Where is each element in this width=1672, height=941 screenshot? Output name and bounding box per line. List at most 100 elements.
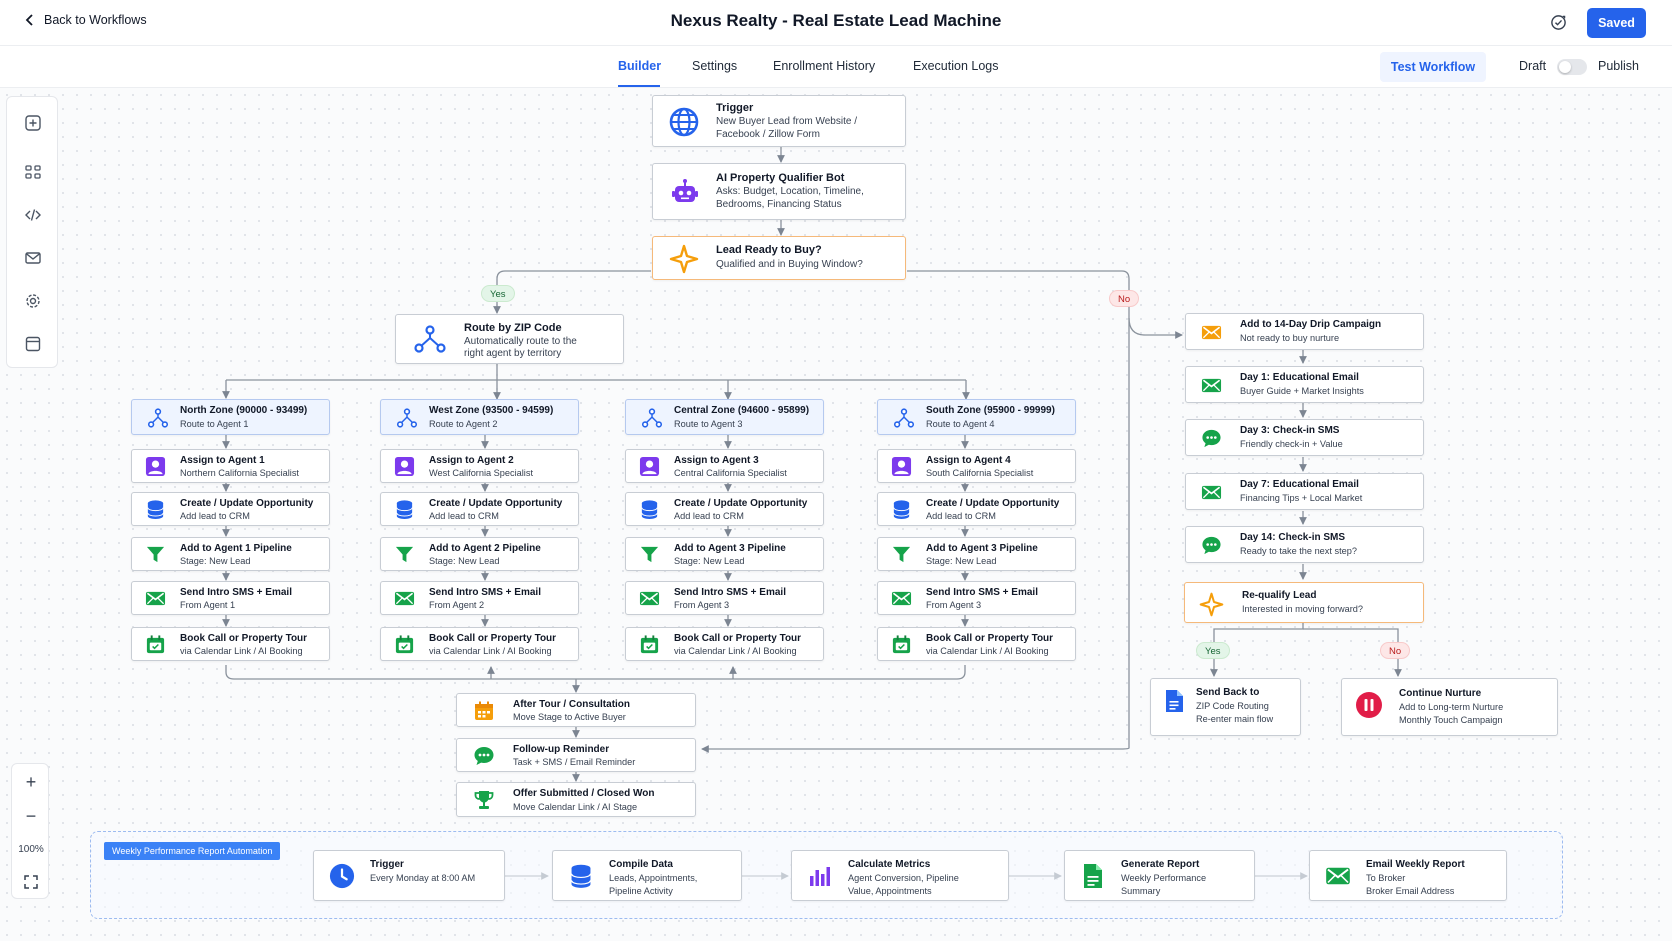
- mail-icon[interactable]: [24, 249, 42, 267]
- funnel-icon: [145, 544, 166, 565]
- fit-screen-icon[interactable]: [24, 875, 38, 889]
- node-title: Route by ZIP Code: [464, 322, 562, 334]
- mail-green-icon: [1201, 482, 1222, 503]
- tab-builder[interactable]: Builder: [618, 59, 662, 73]
- publish-toggle[interactable]: [1557, 59, 1587, 75]
- history-check-icon[interactable]: [1550, 14, 1567, 31]
- node-title: Create / Update Opportunity: [180, 498, 314, 509]
- node-title: Add to Agent 1 Pipeline: [180, 543, 292, 554]
- settings-icon[interactable]: [24, 292, 42, 310]
- tab-settings[interactable]: Settings: [692, 59, 738, 73]
- report-group-badge: Weekly Performance Report Automation: [104, 842, 281, 860]
- node-title: Compile Data: [609, 859, 673, 870]
- node-subtitle: South California Specialist: [926, 468, 1034, 478]
- zone-router-node[interactable]: Central Zone (94600 - 95899)Route to Age…: [625, 399, 824, 435]
- requalify-condition-node[interactable]: Re-qualify Lead Interested in moving for…: [1184, 582, 1424, 623]
- node-subtitle: Stage: New Lead: [926, 556, 997, 566]
- node-title: Send Intro SMS + Email: [180, 587, 292, 598]
- after-tour-node[interactable]: After Tour / Consultation Move Stage to …: [456, 693, 696, 727]
- node-title: Book Call or Property Tour: [429, 633, 557, 644]
- back-button[interactable]: Back to Workflows: [24, 13, 147, 27]
- node-subtitle: Summary: [1121, 886, 1161, 896]
- continue-nurture-node[interactable]: Continue Nurture Add to Long-term Nurtur…: [1341, 678, 1558, 736]
- calendar-green-icon: [891, 634, 912, 655]
- node-title: Create / Update Opportunity: [429, 498, 563, 509]
- node-subtitle: ZIP Code Routing: [1196, 701, 1269, 711]
- node-subtitle: Central California Specialist: [674, 468, 787, 478]
- node-subtitle: New Buyer Lead from Website /: [716, 116, 857, 127]
- user-icon: [145, 456, 166, 477]
- mail-green-icon: [145, 588, 166, 609]
- zone-router-node[interactable]: West Zone (93500 - 94599)Route to Agent …: [380, 399, 579, 435]
- node-subtitle: Task + SMS / Email Reminder: [513, 757, 636, 767]
- add-node-icon[interactable]: [24, 114, 42, 132]
- node-title: Email Weekly Report: [1366, 859, 1465, 870]
- trigger-node[interactable]: Trigger New Buyer Lead from Website / Fa…: [652, 95, 906, 147]
- node-subtitle: Agent Conversion, Pipeline: [848, 873, 959, 883]
- zone-router-node[interactable]: North Zone (90000 - 93499)Route to Agent…: [131, 399, 330, 435]
- tab-bar: Builder Settings Enrollment History Exec…: [0, 46, 1672, 88]
- panel-icon[interactable]: [24, 335, 42, 353]
- node-subtitle: Leads, Appointments,: [609, 873, 698, 883]
- lead-ready-condition-node[interactable]: Lead Ready to Buy? Qualified and in Buyi…: [652, 236, 906, 280]
- templates-icon[interactable]: [24, 163, 42, 181]
- mail-orange-icon: [1201, 322, 1222, 343]
- node-subtitle: Add lead to CRM: [926, 511, 996, 521]
- node-title: Assign to Agent 3: [674, 455, 759, 466]
- tab-enrollment-history[interactable]: Enrollment History: [773, 59, 876, 73]
- node-title: Add to Agent 3 Pipeline: [674, 543, 786, 554]
- assign-agent-node[interactable]: Assign to Agent 3 Central California Spec…: [625, 449, 824, 483]
- zoom-in-button[interactable]: +: [25, 772, 37, 792]
- node-subtitle: Broker Email Address: [1366, 886, 1455, 896]
- calendar-green-icon: [145, 634, 166, 655]
- zoom-out-button[interactable]: −: [25, 806, 37, 826]
- offer-submitted-node[interactable]: Offer Submitted / Closed Won Move Calend…: [456, 782, 696, 817]
- report-doc-icon: [1080, 863, 1106, 889]
- mail-green-icon: [1201, 375, 1222, 396]
- ai-qualifier-bot-node[interactable]: AI Property Qualifier Bot Asks: Budget, …: [652, 163, 906, 220]
- node-title: Generate Report: [1121, 859, 1200, 870]
- zone-router-node[interactable]: South Zone (95900 - 99999)Route to Agent…: [877, 399, 1076, 435]
- code-icon[interactable]: [24, 206, 42, 224]
- tab-execution-logs[interactable]: Execution Logs: [913, 59, 999, 73]
- route-by-zip-node[interactable]: Route by ZIP Code Automatically route to…: [395, 314, 624, 364]
- node-subtitle: via Calendar Link / AI Booking: [926, 646, 1049, 656]
- saved-button[interactable]: Saved: [1587, 8, 1646, 38]
- node-subtitle: Add to Long-term Nurture: [1399, 702, 1504, 712]
- test-workflow-button[interactable]: Test Workflow: [1380, 52, 1486, 82]
- node-title: Follow-up Reminder: [513, 744, 610, 755]
- follow-up-reminder-node[interactable]: Follow-up Reminder Task + SMS / Email Re…: [456, 738, 696, 772]
- node-title: South Zone (95900 - 99999): [926, 405, 1055, 416]
- send-back-node[interactable]: Send Back to ZIP Code Routing Re-enter m…: [1150, 678, 1301, 736]
- node-subtitle: Stage: New Lead: [674, 556, 745, 566]
